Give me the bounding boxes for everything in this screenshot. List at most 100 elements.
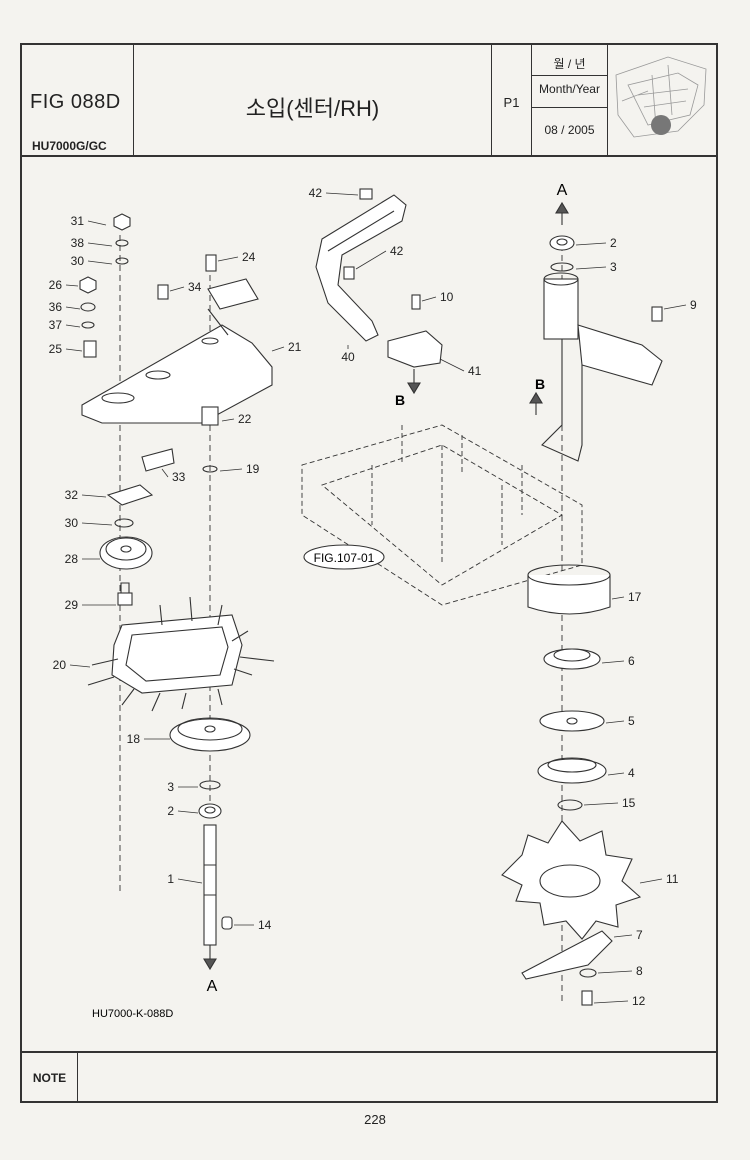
page-ref: P1 xyxy=(503,95,520,110)
note-section: NOTE xyxy=(22,1051,716,1103)
callout-number-1: 1 xyxy=(167,872,174,886)
callout-leader-17 xyxy=(611,596,625,600)
arrow-label-a-top: A xyxy=(557,182,568,199)
callout-number-18: 18 xyxy=(127,732,141,746)
callout-leader-19 xyxy=(219,468,243,472)
callout-number-17: 17 xyxy=(628,590,642,604)
date-label-ko: 월 / 년 xyxy=(553,57,586,71)
callout-leader-42 xyxy=(325,192,359,196)
note-label: NOTE xyxy=(22,1053,78,1103)
callout-number-36: 36 xyxy=(49,300,63,314)
callout-leader-22 xyxy=(221,418,235,422)
callout-number-32: 32 xyxy=(65,488,79,502)
callout-leader-15 xyxy=(583,802,619,806)
thumbnail-image xyxy=(615,56,707,138)
date-label-en: Month/Year xyxy=(539,82,600,96)
date-divider-2 xyxy=(532,107,607,108)
callout-leader-1 xyxy=(177,878,203,884)
callout-leader-7 xyxy=(613,934,633,938)
callout-number-15: 15 xyxy=(622,796,636,810)
callout-number-24: 24 xyxy=(242,250,256,264)
page-ref-cell: P1 xyxy=(492,45,532,155)
location-thumbnail xyxy=(608,45,716,155)
fig-number: FIG 088D xyxy=(30,91,121,113)
callout-number-42: 42 xyxy=(309,186,323,200)
callout-leader-34 xyxy=(169,286,185,292)
title-block: FIG 088D HU7000G/GC 소입(센터/RH) P1 월 / 년 M… xyxy=(22,45,716,157)
model-code: HU7000G/GC xyxy=(32,139,107,153)
reference-figure-label: FIG.107-01 xyxy=(314,551,375,565)
callout-leader-12 xyxy=(593,1000,629,1004)
callout-leader-38 xyxy=(87,242,113,247)
arrow-label-a-bottom: A xyxy=(207,978,218,995)
callout-number-10: 10 xyxy=(440,290,454,304)
callout-leader-3-b xyxy=(575,266,607,270)
callout-number-38: 38 xyxy=(71,236,85,250)
callout-leader-20 xyxy=(69,664,91,668)
callout-number-42-b: 42 xyxy=(390,244,404,258)
exploded-view-drawing: A A B B FIG.107-01 HU7000-K-088D 1234567… xyxy=(49,182,697,1020)
callout-leader-11 xyxy=(639,878,663,884)
callout-number-29: 29 xyxy=(65,598,79,612)
callout-leader-25 xyxy=(65,348,83,352)
date-value: 08 / 2005 xyxy=(544,123,595,137)
fig-cell: FIG 088D HU7000G/GC xyxy=(22,45,134,155)
callout-number-34: 34 xyxy=(188,280,202,294)
callout-leader-37 xyxy=(65,324,81,328)
callout-leader-24 xyxy=(217,256,239,262)
page-title: 소입(센터/RH) xyxy=(245,96,380,121)
callout-leader-2-b xyxy=(575,242,607,246)
callout-number-6: 6 xyxy=(628,654,635,668)
callout-number-5: 5 xyxy=(628,714,635,728)
callout-number-40: 40 xyxy=(341,350,355,364)
date-divider xyxy=(532,75,607,76)
callout-number-26: 26 xyxy=(49,278,63,292)
callout-number-3-b: 3 xyxy=(610,260,617,274)
callout-number-30: 30 xyxy=(71,254,85,268)
callout-number-2: 2 xyxy=(167,804,174,818)
callout-number-7: 7 xyxy=(636,928,643,942)
callout-number-22: 22 xyxy=(238,412,252,426)
callout-number-20: 20 xyxy=(53,658,67,672)
callout-leader-30-b xyxy=(81,522,113,526)
callout-leader-31 xyxy=(87,220,107,226)
callout-number-25: 25 xyxy=(49,342,63,356)
callout-leader-4 xyxy=(607,772,625,776)
callout-number-12: 12 xyxy=(632,994,646,1008)
callout-leader-5 xyxy=(605,720,625,724)
callout-leader-33 xyxy=(161,468,169,478)
callout-leader-32 xyxy=(81,494,107,498)
drawing-code: HU7000-K-088D xyxy=(92,1008,173,1020)
callout-number-3: 3 xyxy=(167,780,174,794)
callout-number-33: 33 xyxy=(172,470,186,484)
callout-number-11: 11 xyxy=(666,872,679,886)
callout-number-37: 37 xyxy=(49,318,63,332)
callout-number-9: 9 xyxy=(690,298,697,312)
callout-leader-36 xyxy=(65,306,81,310)
arrow-label-b-left: B xyxy=(395,392,405,408)
callout-number-8: 8 xyxy=(636,964,643,978)
callout-number-4: 4 xyxy=(628,766,635,780)
callout-number-2-b: 2 xyxy=(610,236,617,250)
callout-leader-9 xyxy=(663,304,687,310)
callout-leader-42-b xyxy=(355,250,387,270)
callout-number-28: 28 xyxy=(65,552,79,566)
callout-leader-26 xyxy=(65,284,79,287)
callout-leader-30 xyxy=(87,260,113,265)
callout-number-14: 14 xyxy=(258,918,272,932)
callout-number-21: 21 xyxy=(288,340,302,354)
callout-number-31: 31 xyxy=(71,214,85,228)
callout-leader-8 xyxy=(597,970,633,974)
callout-leader-41 xyxy=(439,358,465,372)
date-cell: 월 / 년 Month/Year 08 / 2005 xyxy=(532,45,608,155)
callout-number-41: 41 xyxy=(468,364,482,378)
title-cell: 소입(센터/RH) xyxy=(134,45,492,155)
page-number: 228 xyxy=(364,1112,386,1127)
parts-sheet: FIG 088D HU7000G/GC 소입(센터/RH) P1 월 / 년 M… xyxy=(20,43,718,1103)
callout-leader-2 xyxy=(177,810,199,814)
callout-leader-6 xyxy=(601,660,625,664)
callout-number-19: 19 xyxy=(246,462,260,476)
arrow-label-b-right: B xyxy=(535,376,545,392)
callout-leader-10 xyxy=(421,296,437,302)
callout-number-30-b: 30 xyxy=(65,516,79,530)
